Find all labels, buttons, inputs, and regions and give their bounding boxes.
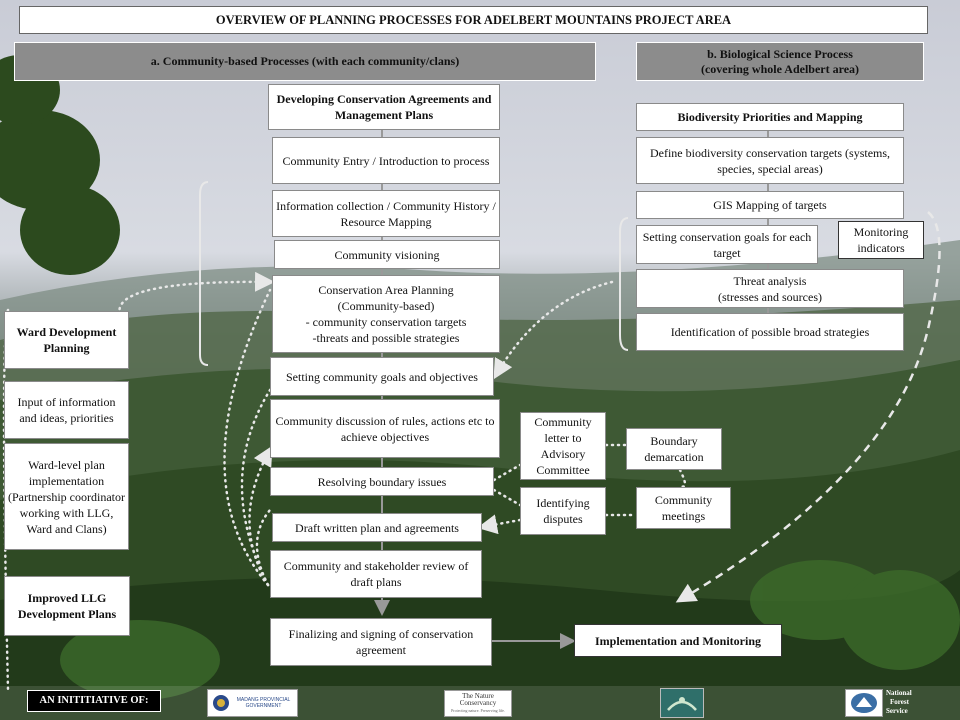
draft-plan-step: Draft written plan and agreements [272, 513, 482, 542]
section-b-label: b. Biological Science Process [707, 46, 853, 61]
community-goals-step: Setting community goals and objectives [270, 357, 494, 396]
national-forest-service-label: National Forest Service [886, 689, 926, 716]
bio-goals-box: Setting conservation goals for each targ… [636, 225, 818, 264]
nature-conservancy-logo: The Nature Conservancy Protecting nature… [444, 690, 512, 717]
ward-implementation-text: Ward-level plan implementation (Partners… [8, 457, 125, 536]
boundary-demarcation-box: Boundary demarcation [626, 428, 722, 470]
dashed-bio-to-impl [675, 211, 941, 603]
dotted-ward-to-cap [118, 271, 275, 317]
threat-analysis-line-2: (stresses and sources) [718, 289, 822, 304]
conservation-area-planning-step: Conservation Area Planning (Community-ba… [272, 275, 500, 353]
conservation-plans-header-text: Developing Conservation Agreements and M… [276, 92, 492, 122]
biodiversity-priorities-box: Biodiversity Priorities and Mapping [636, 103, 904, 131]
draft-plan-text: Draft written plan and agreements [295, 520, 459, 535]
dotted-boundary-to-letter [492, 463, 522, 482]
madang-government-logo: MADANG PROVINCIAL GOVERNMENT [207, 689, 298, 717]
tnc-logo-tagline: Protecting nature. Preserving life. [451, 708, 505, 713]
monitoring-indicators-box: Monitoring indicators [838, 221, 924, 259]
partner-logo [660, 688, 704, 718]
threat-analysis-line-1: Threat analysis [733, 273, 807, 288]
section-a-header: a. Community-based Processes (with each … [14, 42, 596, 81]
ward-development-planning-box: Ward Development Planning [4, 311, 129, 369]
ward-input-box: Input of information and ideas, prioriti… [4, 381, 129, 439]
ward-input-text: Input of information and ideas, prioriti… [17, 395, 116, 425]
identifying-disputes-box: Identifying disputes [520, 487, 606, 535]
improved-llg-plans-box: Improved LLG Development Plans [4, 576, 130, 636]
forest-service-emblem-icon [851, 693, 877, 713]
community-letter-box: Community letter to Advisory Committee [520, 412, 606, 480]
resolving-boundary-step: Resolving boundary issues [270, 467, 494, 496]
community-visioning-step: Community visioning [274, 240, 500, 269]
broad-strategies-box: Identification of possible broad strateg… [636, 313, 904, 351]
stakeholder-review-text: Community and stakeholder review of draf… [283, 559, 469, 589]
cap-line-2: (Community-based) [337, 299, 435, 313]
partner-emblem-icon [664, 692, 700, 714]
community-discussion-step: Community discussion of rules, actions e… [270, 399, 500, 458]
define-targets-text: Define biodiversity conservation targets… [649, 145, 891, 176]
dotted-demarc-loop [678, 468, 687, 488]
information-collection-text: Information collection / Community Histo… [276, 198, 496, 229]
nfs-line-2: Forest [890, 698, 909, 706]
page-title-text: OVERVIEW OF PLANNING PROCESSES FOR ADELB… [215, 13, 732, 27]
section-b-header: b. Biological Science Process (covering … [636, 42, 924, 81]
conservation-plans-header: Developing Conservation Agreements and M… [268, 84, 500, 130]
implementation-monitoring-box: Implementation and Monitoring [574, 624, 782, 657]
initiative-label: AN INITITIATIVE OF: [27, 690, 161, 712]
implementation-monitoring-text: Implementation and Monitoring [594, 633, 761, 648]
identifying-disputes-text: Identifying disputes [536, 496, 590, 526]
community-letter-text: Community letter to Advisory Committee [534, 415, 592, 477]
nfs-line-1: National [886, 689, 912, 697]
dotted-loop-2 [240, 388, 272, 587]
resolving-boundary-text: Resolving boundary issues [317, 474, 447, 489]
cap-line-3: - community conservation targets [305, 315, 467, 329]
page-title: OVERVIEW OF PLANNING PROCESSES FOR ADELB… [19, 6, 928, 34]
community-meetings-box: Community meetings [636, 487, 731, 529]
section-b-sublabel: (covering whole Adelbert area) [700, 61, 860, 76]
section-a-label: a. Community-based Processes (with each … [150, 54, 460, 68]
information-collection-step: Information collection / Community Histo… [272, 190, 500, 237]
community-visioning-text: Community visioning [334, 247, 440, 262]
tnc-logo-line-2: Conservancy [459, 699, 497, 707]
dotted-bio-to-goals [493, 280, 614, 380]
threat-analysis-box: Threat analysis (stresses and sources) [636, 269, 904, 308]
community-discussion-text: Community discussion of rules, actions e… [275, 413, 495, 444]
stakeholder-review-step: Community and stakeholder review of draf… [270, 550, 482, 598]
dotted-meet-to-draft [477, 514, 522, 535]
monitoring-indicators-text: Monitoring indicators [853, 225, 909, 255]
bio-goals-text: Setting conservation goals for each targ… [642, 229, 812, 260]
community-meetings-text: Community meetings [654, 493, 713, 523]
gis-mapping-box: GIS Mapping of targets [636, 191, 904, 219]
cap-line-1: Conservation Area Planning [318, 283, 454, 297]
ward-development-planning-text: Ward Development Planning [16, 325, 117, 355]
improved-llg-plans-text: Improved LLG Development Plans [17, 591, 117, 621]
nfs-line-3: Service [886, 707, 908, 715]
finalizing-agreement-text: Finalizing and signing of conservation a… [288, 627, 474, 657]
bracket-left [199, 181, 209, 366]
boundary-demarcation-text: Boundary demarcation [644, 434, 704, 464]
dotted-loop-3 [248, 445, 273, 587]
define-targets-box: Define biodiversity conservation targets… [636, 137, 904, 184]
biodiversity-priorities-text: Biodiversity Priorities and Mapping [677, 110, 863, 124]
community-entry-step: Community Entry / Introduction to proces… [272, 137, 500, 184]
bracket-right [619, 217, 629, 351]
dotted-boundary-to-disputes [492, 488, 522, 507]
community-goals-text: Setting community goals and objectives [286, 369, 478, 384]
madang-logo-text: MADANG PROVINCIAL GOVERNMENT [236, 697, 291, 709]
initiative-label-text: AN INITITIATIVE OF: [39, 695, 149, 706]
gis-mapping-text: GIS Mapping of targets [713, 198, 827, 212]
national-forest-service-logo [845, 689, 883, 717]
community-entry-text: Community Entry / Introduction to proces… [282, 153, 490, 168]
ward-implementation-box: Ward-level plan implementation (Partners… [4, 443, 129, 550]
finalizing-agreement-step: Finalizing and signing of conservation a… [270, 618, 492, 666]
broad-strategies-text: Identification of possible broad strateg… [670, 325, 870, 339]
dotted-loop-4 [255, 508, 272, 587]
dotted-loop-1 [223, 288, 272, 587]
cap-line-4: -threats and possible strategies [312, 331, 460, 345]
tnc-logo-line-1: The Nature [462, 692, 494, 700]
madang-emblem-icon [212, 695, 229, 711]
